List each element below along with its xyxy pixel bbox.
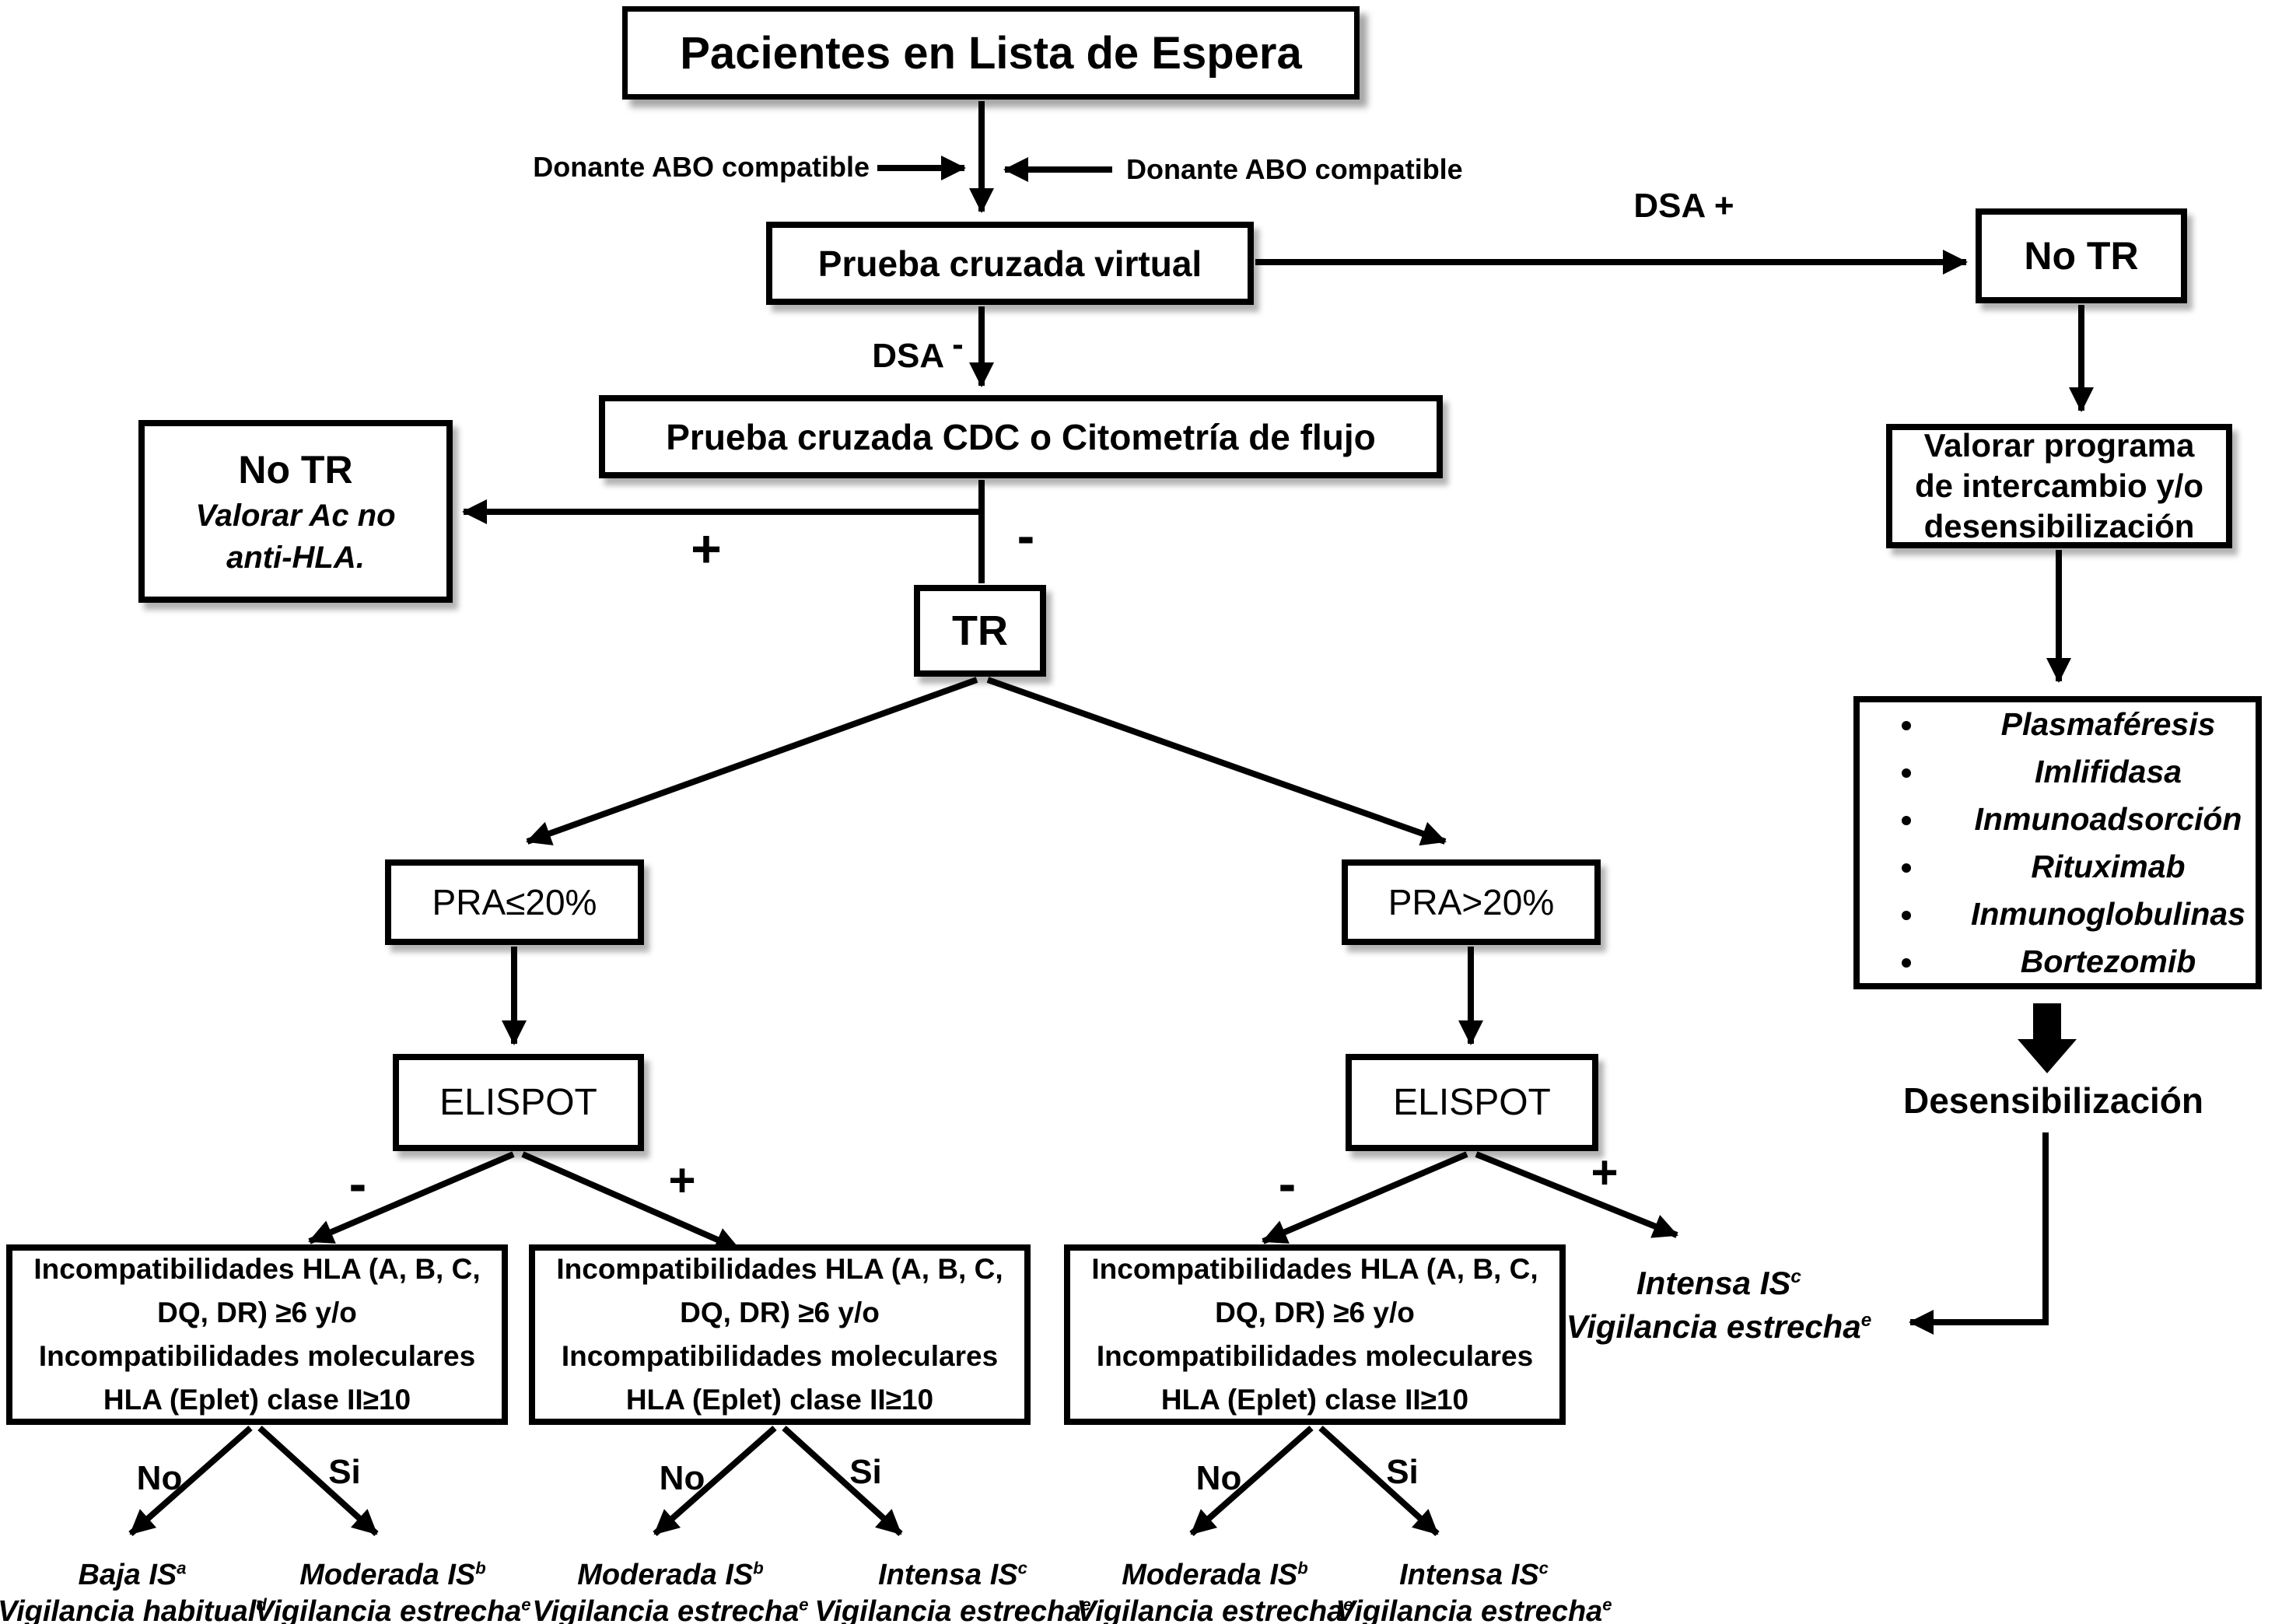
donor-right-label: Donante ABO compatible	[1126, 153, 1463, 185]
no-tr-right-box: No TR	[1976, 208, 2187, 303]
arrow-hla1-no	[128, 1426, 253, 1536]
no-tr-left-box: No TR Valorar Ac no anti-HLA.	[138, 420, 453, 603]
title-box: Pacientes en Lista de Espera	[622, 6, 1360, 100]
outcome-intensa-is-1: Intensa ISc Vigilancia estrechae	[814, 1558, 1091, 1624]
arrow-desens-to-intensa	[1909, 1132, 2049, 1335]
virtual-crossmatch-box: Prueba cruzada virtual	[766, 222, 1254, 305]
list-item: Inmunoglobulinas	[1926, 891, 2256, 938]
arrow-hla3-si	[1318, 1426, 1440, 1536]
hla1-si-label: Si	[328, 1453, 361, 1491]
desensitization-options-list: Plasmaféresis Imlifidasa Inmunoadsorción…	[1860, 701, 2256, 985]
dsa-negative-label: DSA-	[872, 325, 964, 375]
pra-low-box: PRA≤20%	[385, 859, 644, 945]
outcome-intensa-is-2: Intensa ISc Vigilancia estrechae	[1335, 1558, 1612, 1624]
elispotR-negative-sign: -	[1278, 1154, 1297, 1213]
arrow-elispotR-pos	[1475, 1151, 1678, 1238]
elispotR-positive-sign: +	[1591, 1146, 1619, 1199]
list-item: Inmunoadsorción	[1926, 796, 2256, 843]
hla-criteria-box-3: Incompatibilidades HLA (A, B, C, DQ, DR)…	[1064, 1244, 1566, 1425]
elispotL-negative-sign: -	[348, 1154, 367, 1213]
outcome-baja-is: Baja ISa Vigilancia habituald	[0, 1558, 267, 1624]
elispot-right-box: ELISPOT	[1346, 1054, 1598, 1151]
donor-left-label: Donante ABO compatible	[533, 151, 870, 183]
arrow-hla3-no	[1189, 1426, 1314, 1536]
hla2-si-label: Si	[849, 1453, 882, 1491]
cdc-positive-sign: +	[691, 520, 722, 579]
exchange-program-box: Valorar programa de intercambio y/o dese…	[1886, 424, 2232, 548]
hla2-no-label: No	[659, 1459, 705, 1497]
list-item: Bortezomib	[1926, 938, 2256, 985]
elispotL-positive-sign: +	[668, 1154, 696, 1206]
outcome-moderada-is-3: Moderada ISb Vigilancia estrechae	[1076, 1558, 1353, 1624]
list-item: Rituximab	[1926, 843, 2256, 891]
hla-criteria-box-1: Incompatibilidades HLA (A, B, C, DQ, DR)…	[6, 1244, 508, 1425]
tr-box: TR	[914, 585, 1046, 677]
arrow-hla2-si	[782, 1426, 903, 1536]
arrow-tr-to-pra-high	[986, 677, 1447, 846]
arrow-hla1-si	[257, 1426, 379, 1536]
hla3-si-label: Si	[1386, 1453, 1419, 1491]
desensitization-options-box: Plasmaféresis Imlifidasa Inmunoadsorción…	[1853, 696, 2262, 989]
list-item: Plasmaféresis	[1926, 701, 2256, 748]
arrow-hla2-no	[653, 1426, 777, 1536]
arrow-tr-to-pra-low	[526, 677, 978, 845]
dsa-positive-label: DSA +	[1633, 187, 1734, 225]
page-title: Pacientes en Lista de Espera	[680, 27, 1302, 79]
cdc-negative-sign: -	[1017, 506, 1035, 565]
desensibilizacion-label: Desensibilización	[1902, 1080, 2203, 1121]
outcome-moderada-is-1: Moderada ISb Vigilancia estrechae	[254, 1558, 531, 1624]
hla3-no-label: No	[1195, 1459, 1242, 1497]
cdc-crossmatch-box: Prueba cruzada CDC o Citometría de flujo	[599, 395, 1443, 478]
arrow-elispotR-neg	[1262, 1151, 1468, 1244]
arrow-elispotL-pos	[521, 1151, 740, 1252]
outcome-intensa-is-right: Intensa ISc Vigilancia estrechae	[1566, 1265, 1872, 1345]
desensitization-block-arrow	[2018, 1003, 2077, 1073]
list-item: Imlifidasa	[1926, 748, 2256, 796]
arrow-elispotL-neg	[308, 1151, 515, 1244]
hla-criteria-box-2: Incompatibilidades HLA (A, B, C, DQ, DR)…	[529, 1244, 1031, 1425]
outcome-moderada-is-2: Moderada ISb Vigilancia estrechae	[532, 1558, 809, 1624]
hla1-no-label: No	[136, 1459, 183, 1497]
pra-high-box: PRA>20%	[1342, 859, 1601, 945]
elispot-left-box: ELISPOT	[393, 1054, 644, 1151]
